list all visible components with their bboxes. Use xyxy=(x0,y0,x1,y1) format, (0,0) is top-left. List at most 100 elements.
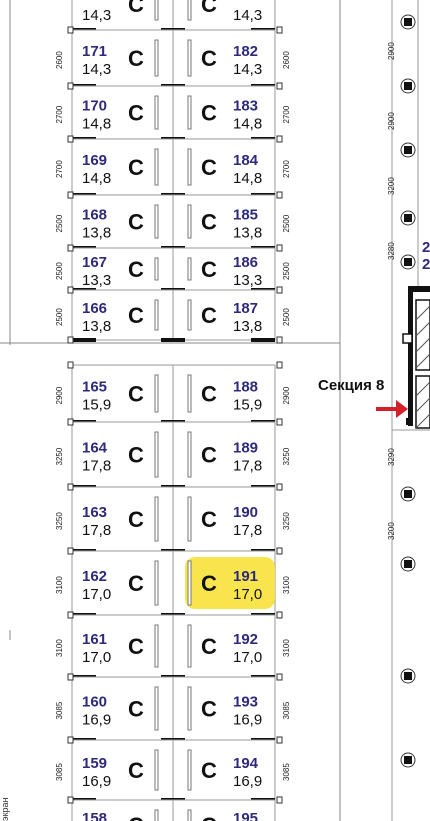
unit-number: 185 xyxy=(233,207,258,224)
dimension-label: 3085 xyxy=(282,701,291,719)
column xyxy=(67,135,74,143)
dimension-label: 2600 xyxy=(55,51,64,69)
door-mark xyxy=(187,257,192,281)
wall-segment xyxy=(251,338,275,342)
column xyxy=(402,333,413,344)
entrance-arrow-icon xyxy=(376,400,408,418)
column xyxy=(67,673,74,681)
dimension-label: 3250 xyxy=(282,512,291,530)
unit-area: 14,8 xyxy=(233,116,262,133)
column xyxy=(276,286,283,294)
door-mark xyxy=(187,374,192,413)
storage-symbol: C xyxy=(201,813,217,821)
unit-area: 14,8 xyxy=(82,116,111,133)
column xyxy=(67,796,74,804)
storage-symbol: C xyxy=(201,303,217,328)
unit-area: 17,8 xyxy=(82,522,111,539)
column xyxy=(276,244,283,252)
column xyxy=(404,560,412,568)
unit-area: 17,0 xyxy=(82,649,111,666)
unit-number: 183 xyxy=(233,98,258,115)
door-mark xyxy=(154,257,159,281)
storage-symbol: C xyxy=(201,0,217,17)
unit-area: 16,9 xyxy=(82,712,111,729)
unit-number: 162 xyxy=(82,568,107,585)
unit-number: 160 xyxy=(82,694,107,711)
dimension-label: 3100 xyxy=(55,639,64,657)
dimension-label: 2900 xyxy=(387,42,396,60)
unit-area: 13,3 xyxy=(82,272,111,289)
column xyxy=(67,418,74,426)
storage-symbol: C xyxy=(128,758,144,783)
unit-area: 13,8 xyxy=(233,318,262,335)
dimension-label: 2600 xyxy=(282,51,291,69)
unit-number: 189 xyxy=(233,440,258,457)
unit-area: 15,9 xyxy=(82,397,111,414)
door-mark xyxy=(154,374,159,413)
door-mark xyxy=(154,95,159,130)
door-mark xyxy=(187,0,192,21)
highlight-marker xyxy=(185,557,275,609)
section-label: Секция 8 xyxy=(318,377,384,394)
dimension-label: 2700 xyxy=(282,160,291,178)
unit-number: 165 xyxy=(82,379,107,396)
unit-area: 14,8 xyxy=(233,170,262,187)
door-mark xyxy=(154,749,159,791)
storage-symbol: C xyxy=(128,0,144,17)
dimension-label: 2900 xyxy=(282,386,291,404)
dimension-label: 2900 xyxy=(387,112,396,130)
storage-symbol: C xyxy=(128,155,144,180)
unit-area: 17,0 xyxy=(82,586,111,603)
storage-symbol: C xyxy=(201,697,217,722)
stair-hatch-lines xyxy=(415,305,430,369)
unit-number: 158 xyxy=(82,810,107,821)
storage-cell-195[interactable] xyxy=(172,799,276,821)
column xyxy=(67,736,74,744)
dimension-label: 2500 xyxy=(282,262,291,280)
door-mark xyxy=(187,39,192,77)
column xyxy=(404,756,412,764)
door-mark xyxy=(187,560,192,606)
column xyxy=(404,214,412,222)
storage-symbol: C xyxy=(128,303,144,328)
dimension-label: 2500 xyxy=(55,262,64,280)
storage-symbol: C xyxy=(201,46,217,71)
door-mark xyxy=(187,809,192,821)
column xyxy=(276,483,283,491)
unit-number: 191 xyxy=(233,568,258,585)
storage-row: 158CC195 xyxy=(71,799,276,821)
unit-number: 184 xyxy=(233,152,259,169)
edge-label: экран xyxy=(0,797,10,821)
unit-number: 159 xyxy=(82,755,107,772)
dimension-label: 2500 xyxy=(55,308,64,326)
door-mark xyxy=(187,148,192,186)
unit-number: 192 xyxy=(233,631,258,648)
unit-number: 193 xyxy=(233,694,258,711)
column xyxy=(276,135,283,143)
unit-number: 163 xyxy=(82,504,107,521)
dimension-label: 3085 xyxy=(282,763,291,781)
unit-area: 13,8 xyxy=(233,225,262,242)
wall-segment xyxy=(408,286,430,292)
storage-symbol: C xyxy=(128,101,144,126)
column xyxy=(67,547,74,555)
storage-symbol: C xyxy=(128,46,144,71)
storage-symbol: C xyxy=(128,571,144,596)
wall-segment xyxy=(161,338,185,342)
storage-symbol: C xyxy=(201,257,217,282)
storage-symbol: C xyxy=(201,758,217,783)
unit-number: 171 xyxy=(82,43,107,60)
unit-number: 190 xyxy=(233,504,258,521)
storage-symbol: C xyxy=(201,634,217,659)
door-mark xyxy=(187,95,192,130)
unit-number: 188 xyxy=(233,379,258,396)
unit-number: 166 xyxy=(82,300,107,317)
storage-cell-158[interactable] xyxy=(71,799,174,821)
storage-symbol: C xyxy=(201,571,217,596)
